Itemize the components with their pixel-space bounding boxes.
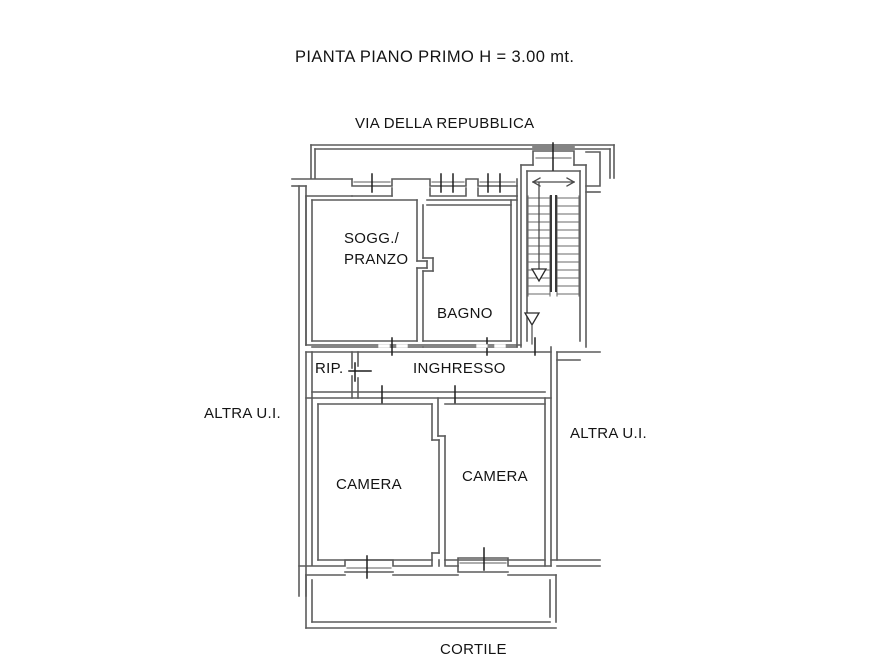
street-label-via-della-repubblica: VIA DELLA REPUBBLICA (355, 115, 535, 132)
room-label-inghresso: INGHRESSO (413, 360, 506, 377)
door-tick-rip (348, 362, 372, 382)
stair-descent-arrowhead (530, 268, 548, 283)
partition-between-bedrooms (431, 397, 446, 566)
window-mullion-ticks-north (371, 173, 501, 193)
room-label-bagno: BAGNO (437, 305, 493, 322)
door-ticks-corridor-south (381, 385, 456, 404)
page-title: PIANTA PIANO PRIMO H = 3.00 mt. (295, 48, 575, 66)
neighbour-label-right: ALTRA U.I. (570, 425, 647, 442)
room-outline-camera-1 (311, 397, 433, 566)
room-label-sogg-pranzo: SOGG./ PRANZO (344, 230, 409, 268)
wall-linework (291, 142, 615, 629)
staircase-treads (527, 195, 580, 297)
exterior-wall-west (298, 185, 307, 597)
room-outline-corridor (305, 344, 552, 399)
exterior-wall-east (550, 346, 601, 567)
landing-direction-marker (523, 312, 541, 345)
neighbour-label-left: ALTRA U.I. (204, 405, 281, 422)
room-outline-camera-2 (444, 397, 546, 567)
room-label-camera-2: CAMERA (462, 468, 528, 485)
courtyard-label-cortile: CORTILE (440, 641, 507, 658)
top-balcony (310, 144, 615, 179)
exterior-wall-north (291, 178, 518, 197)
room-outline-sogg-pranzo (305, 195, 434, 348)
room-label-rip: RIP. (315, 360, 344, 377)
stair-direction-arrows (532, 177, 575, 269)
room-label-camera-1: CAMERA (336, 476, 402, 493)
room-outline-bagno (422, 195, 518, 348)
bottom-balcony (305, 574, 557, 629)
exterior-wall-south (298, 557, 552, 573)
window-mullion-ticks-south (366, 547, 485, 579)
